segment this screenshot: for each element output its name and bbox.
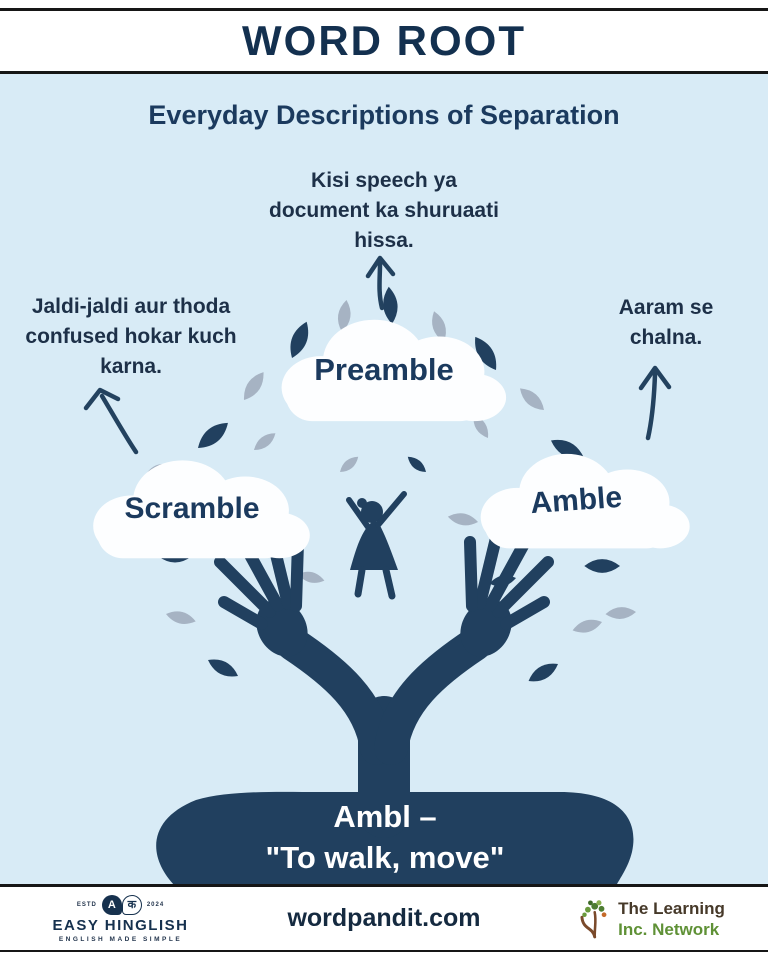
root-word: Ambl – [333, 799, 437, 834]
cloud-shape [93, 460, 310, 559]
learning-network-logo: The Learning Inc. Network [533, 898, 768, 940]
cloud-word-scramble: Scramble [124, 492, 260, 525]
tree-logo-icon [580, 899, 607, 938]
annotation-line: karna. [100, 355, 162, 378]
header-band: WORD ROOT [0, 8, 768, 74]
annotation-line: hissa. [354, 229, 414, 252]
brand-logo-row: ESTD A क 2024 [76, 894, 165, 915]
arrow-up-left-icon [83, 387, 139, 455]
annotation-scramble: Jaldi-jaldi aur thoda confused hokar kuc… [2, 292, 260, 382]
cloud-shape [281, 319, 507, 422]
annotation-line: confused hokar kuch [25, 325, 237, 348]
website-link[interactable]: wordpandit.com [287, 904, 481, 932]
brand-estd: ESTD [76, 901, 97, 908]
brand-bubble-a-icon: A [101, 894, 122, 915]
right-hand-icon [460, 532, 554, 657]
annotation-line: Kisi speech ya [311, 169, 457, 192]
brand-name: EASY HINGLISH [52, 916, 189, 934]
annotation-line: document ka shuruaati [269, 199, 499, 222]
child-silhouette-icon [346, 491, 407, 600]
trunk-arms [276, 627, 492, 838]
top-margin [0, 0, 768, 8]
root-definition: "To walk, move" [265, 840, 505, 875]
cloud-word-amble: Amble [529, 480, 624, 521]
arrow-up-top-icon [365, 255, 396, 311]
page-title: WORD ROOT [242, 17, 526, 64]
brand-bubble-ka-icon: क [121, 894, 142, 915]
root-banner-shape [156, 791, 634, 886]
annotation-line: chalna. [629, 326, 703, 349]
cloud-word-preamble: Preamble [314, 352, 454, 387]
brand-tagline: ENGLISH MADE SIMPLE [58, 935, 183, 943]
bottom-margin [0, 952, 768, 960]
brand-year: 2024 [146, 901, 165, 908]
annotation-line: Jaldi-jaldi aur thoda [31, 295, 231, 318]
cloud-preamble: Preamble [256, 306, 512, 426]
network-name: The Learning Inc. Network [618, 898, 725, 940]
network-name-line: Inc. Network [618, 919, 720, 939]
easy-hinglish-logo: ESTD A क 2024 EASY HINGLISH ENGLISH MADE… [0, 894, 235, 943]
word-root-meaning: Ambl – "To walk, move" [170, 796, 600, 878]
annotation-preamble: Kisi speech ya document ka shuruaati his… [224, 166, 544, 256]
cloud-scramble: Scramble [64, 448, 320, 562]
cloud-amble: Amble [452, 442, 700, 552]
subtitle: Everyday Descriptions of Separation [148, 100, 620, 130]
footer-band: ESTD A क 2024 EASY HINGLISH ENGLISH MADE… [0, 884, 768, 952]
arrow-up-right-icon [638, 365, 672, 441]
annotation-line: Aaram se [618, 296, 714, 319]
annotation-amble: Aaram se chalna. [580, 293, 752, 353]
network-name-line: The Learning [618, 898, 725, 918]
cloud-shape [480, 453, 690, 549]
